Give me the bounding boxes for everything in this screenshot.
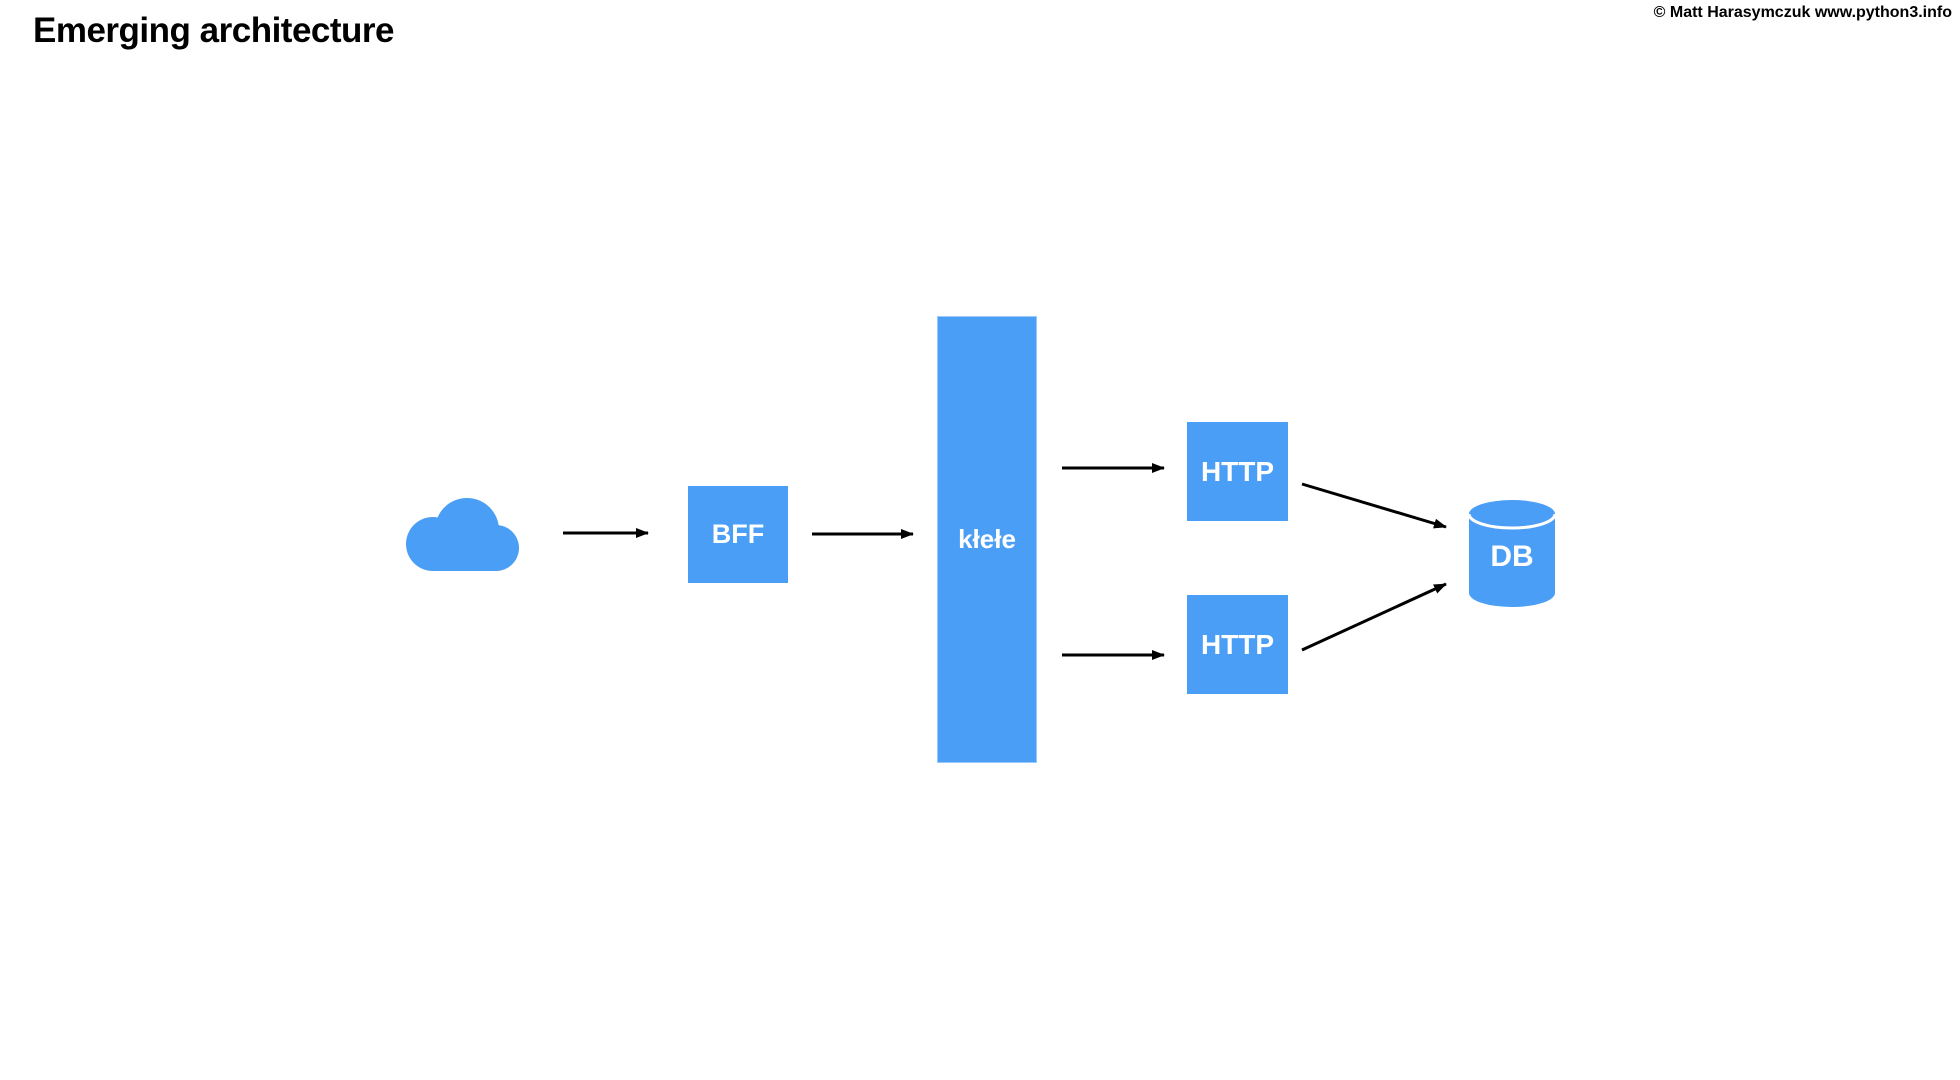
- klele-node: kłełe: [937, 316, 1037, 763]
- klele-node-label: kłełe: [958, 524, 1016, 554]
- bff-node-label: BFF: [711, 519, 765, 549]
- arrow-http-top-to-db: [1301, 482, 1447, 529]
- http-top-node-label: HTTP: [1200, 455, 1275, 487]
- http-top-node: HTTP: [1187, 422, 1288, 521]
- cloud-icon: [406, 498, 519, 571]
- arrow-http-bottom-to-db: [1301, 582, 1447, 652]
- http-bottom-node-label: HTTP: [1200, 628, 1275, 660]
- bff-node: BFF: [688, 486, 788, 583]
- http-bottom-node: HTTP: [1187, 595, 1288, 694]
- copyright-text: © Matt Harasymczuk www.python3.info: [1653, 4, 1952, 21]
- page-title: Emerging architecture: [33, 11, 395, 50]
- database-cylinder: DB: [1467, 500, 1557, 607]
- db-node-label: DB: [1490, 540, 1533, 573]
